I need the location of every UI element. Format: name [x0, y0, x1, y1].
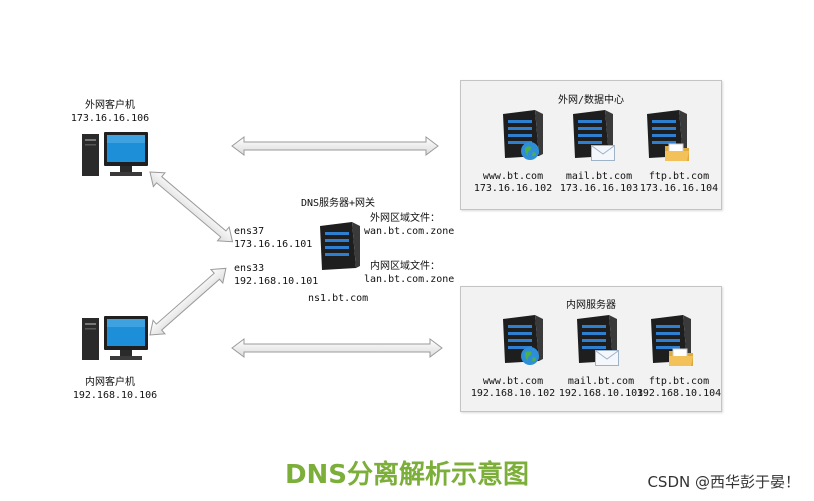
internal-mail-name: mail.bt.com — [567, 376, 635, 387]
internal-panel-title: 内网服务器 — [566, 300, 616, 311]
arrow-external-client-to-dns — [149, 171, 234, 243]
external-mail-name: mail.bt.com — [565, 171, 633, 182]
external-ftp-ip: 173.16.16.104 — [639, 183, 719, 194]
internal-mail-server-icon — [571, 313, 619, 365]
folder-icon — [669, 348, 693, 370]
ens37-name: ens37 — [234, 226, 265, 237]
internal-ftp-name: ftp.bt.com — [648, 376, 710, 387]
internal-client-computer-icon — [82, 316, 152, 368]
watermark: CSDN @西华彭于晏！ — [647, 473, 800, 491]
internal-mail-ip: 192.168.10.103 — [558, 388, 644, 399]
dns-server-icon — [314, 220, 362, 272]
dns-hostname: ns1.bt.com — [308, 293, 369, 304]
ens33-ip: 192.168.10.101 — [234, 276, 319, 287]
diagram-caption: DNS分离解析示意图 — [284, 460, 530, 490]
external-client-computer-icon — [82, 132, 152, 184]
external-mail-server-icon — [567, 108, 615, 160]
internal-client-label: 内网客户机 — [85, 377, 135, 388]
folder-icon — [665, 143, 689, 165]
internal-www-name: www.bt.com — [482, 376, 544, 387]
globe-icon — [520, 141, 540, 165]
external-www-name: www.bt.com — [482, 171, 544, 182]
envelope-icon — [591, 145, 615, 165]
external-client-ip: 173.16.16.106 — [70, 113, 150, 124]
globe-icon — [520, 346, 540, 370]
external-mail-ip: 173.16.16.103 — [559, 183, 639, 194]
wan-zone-label: 外网区域文件： — [370, 213, 440, 224]
dns-server-label: DNS服务器+网关 — [300, 198, 376, 209]
internal-servers-panel: 内网服务器 www.bt.com 192.168.10.102 — [460, 286, 722, 412]
arrow-internal-client-to-internal-panel — [231, 338, 443, 358]
arrow-external-client-to-external-panel — [231, 136, 439, 156]
external-client-label: 外网客户机 — [85, 100, 135, 111]
external-datacenter-panel: 外网/数据中心 www.bt.com 173.16.16.102 — [460, 80, 722, 210]
ens33-name: ens33 — [234, 263, 265, 274]
lan-zone-file: lan.bt.com.zone — [364, 274, 455, 285]
internal-client-ip: 192.168.10.106 — [72, 390, 158, 401]
wan-zone-file: wan.bt.com.zone — [364, 226, 455, 237]
envelope-icon — [595, 350, 619, 370]
external-www-ip: 173.16.16.102 — [473, 183, 553, 194]
lan-zone-label: 内网区域文件： — [370, 261, 440, 272]
internal-ftp-ip: 192.168.10.104 — [636, 388, 722, 399]
internal-www-ip: 192.168.10.102 — [470, 388, 556, 399]
external-ftp-name: ftp.bt.com — [648, 171, 710, 182]
external-panel-title: 外网/数据中心 — [557, 95, 625, 106]
ens37-ip: 173.16.16.101 — [234, 239, 313, 250]
arrow-internal-client-to-dns — [149, 267, 227, 336]
